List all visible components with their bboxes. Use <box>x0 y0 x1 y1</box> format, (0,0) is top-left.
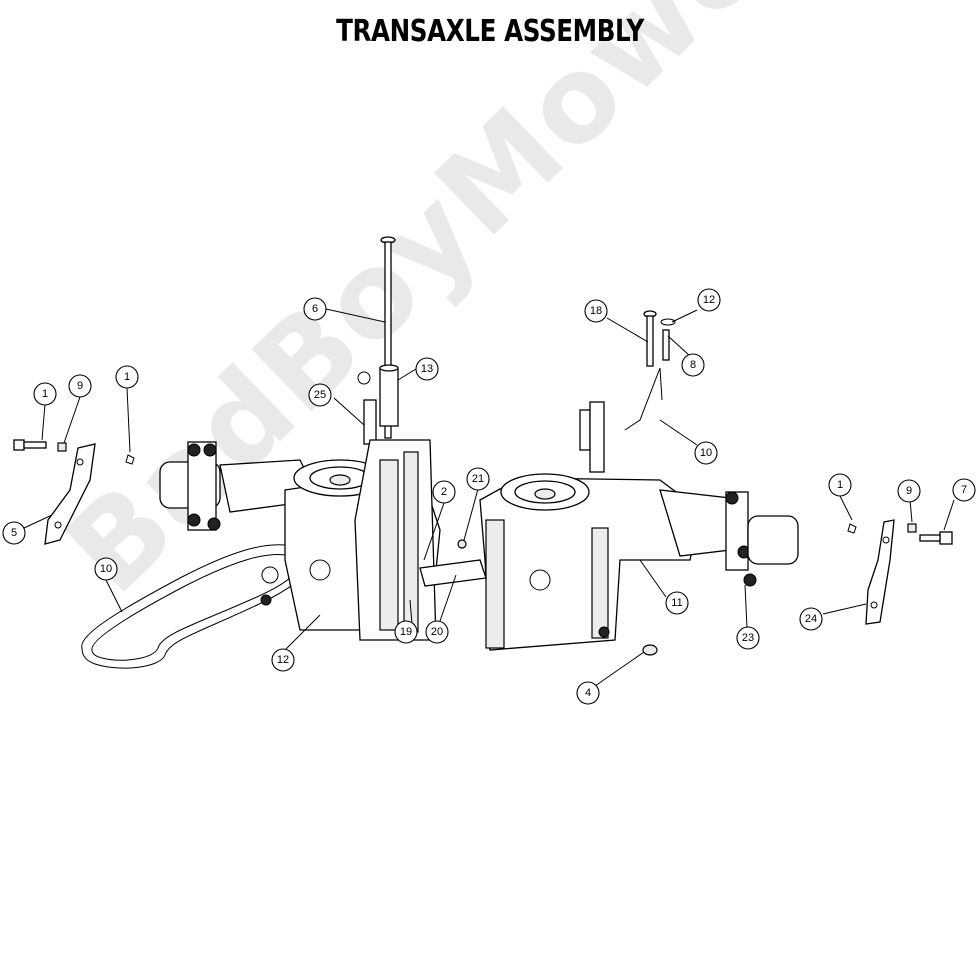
callout-label: 5 <box>11 527 17 539</box>
right-bracket <box>865 519 895 625</box>
callout-label: 25 <box>314 389 326 401</box>
right-pin <box>643 310 657 367</box>
callout-label: 8 <box>690 359 696 371</box>
callout-21: 21 <box>466 467 490 491</box>
nut-left <box>57 442 67 452</box>
clip-left <box>125 454 135 465</box>
clip-right <box>847 523 857 534</box>
callout-label: 12 <box>277 654 289 666</box>
callout-1-left: 1 <box>115 365 139 389</box>
callout-8: 8 <box>681 353 705 377</box>
callout-5: 5 <box>2 521 26 545</box>
nut-right <box>907 523 917 533</box>
callout-label: 24 <box>805 613 817 625</box>
long-pin <box>380 236 396 439</box>
callout-12: 12 <box>697 288 721 312</box>
callout-11: 10 <box>94 557 118 581</box>
spacer-tube <box>379 364 399 427</box>
callout-label: 7 <box>961 484 967 496</box>
left-transaxle <box>159 439 441 641</box>
callout-label: 1 <box>124 371 130 383</box>
callout-label: 19 <box>400 626 412 638</box>
callout-23: 23 <box>736 626 760 650</box>
leader-lines <box>23 308 955 687</box>
callout-25: 25 <box>308 383 332 407</box>
bolt-right <box>919 531 953 545</box>
center-plate <box>419 559 487 587</box>
pin-clip <box>662 329 670 361</box>
callout-label: 6 <box>312 303 318 315</box>
callout-label: 2 <box>441 486 447 498</box>
callout-18: 18 <box>584 299 608 323</box>
callout-label: 21 <box>472 473 484 485</box>
fitting <box>357 371 377 445</box>
callout-14: 12 <box>271 648 295 672</box>
callout-13: 11 <box>665 591 689 615</box>
callout-label: 13 <box>421 363 433 375</box>
callout-4: 4 <box>576 681 600 705</box>
left-bracket <box>44 443 96 545</box>
callout-7-left: 1 <box>33 382 57 406</box>
control-rod <box>624 367 663 431</box>
callout-label: 10 <box>100 563 112 575</box>
page-title: TRANSAXLE ASSEMBLY <box>336 14 644 49</box>
callout-7-right: 7 <box>952 478 976 502</box>
callout-label: 4 <box>585 687 591 699</box>
callout-label: 10 <box>700 447 712 459</box>
callout-9-right: 9 <box>897 479 921 503</box>
callout-2: 2 <box>432 480 456 504</box>
drive-belt <box>81 544 313 669</box>
callout-24: 24 <box>799 607 823 631</box>
callout-19: 19 <box>394 620 418 644</box>
plate-bolt <box>457 539 467 549</box>
washer <box>660 318 676 326</box>
bolt-left <box>13 439 47 451</box>
callout-label: 23 <box>742 632 754 644</box>
callout-20: 20 <box>425 620 449 644</box>
callout-label: 20 <box>431 626 443 638</box>
callout-9-left: 9 <box>68 374 92 398</box>
callout-label: 9 <box>906 485 912 497</box>
callout-label: 9 <box>77 380 83 392</box>
callout-label: 12 <box>703 294 715 306</box>
callout-10: 10 <box>694 441 718 465</box>
callout-label: 18 <box>590 305 602 317</box>
callout-6: 6 <box>303 297 327 321</box>
callout-label: 1 <box>42 388 48 400</box>
callout-1-right: 1 <box>828 473 852 497</box>
right-transaxle <box>479 401 799 651</box>
callout-label: 1 <box>837 479 843 491</box>
callout-16: 13 <box>415 357 439 381</box>
washer-4 <box>642 644 658 656</box>
callout-label: 11 <box>671 597 682 609</box>
